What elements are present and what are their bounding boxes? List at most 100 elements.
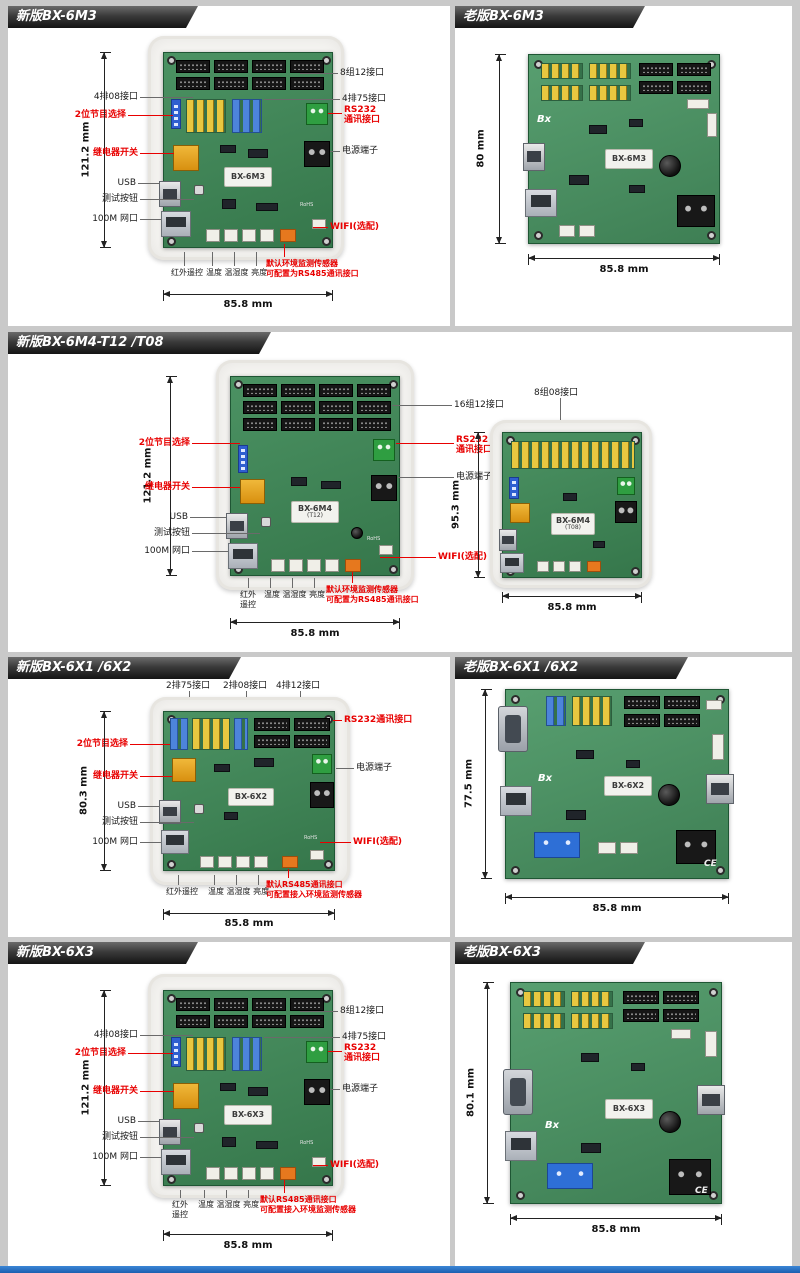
leader-line	[234, 252, 235, 266]
idc-connector	[243, 384, 277, 397]
leader-line	[320, 842, 351, 843]
label-program-select: 2位节目选择	[74, 1048, 126, 1058]
rs232-green-terminal	[373, 439, 395, 461]
screw-hole	[631, 436, 640, 445]
blue-connector	[232, 99, 262, 133]
ic-chip	[222, 199, 236, 209]
ic-chip	[321, 481, 341, 489]
dim-tick	[100, 52, 111, 53]
dim-width-line	[230, 618, 400, 629]
dim-width-line	[510, 1214, 722, 1225]
idc-connector	[254, 735, 290, 748]
white-connector	[325, 559, 339, 572]
dim-height-line	[100, 52, 111, 248]
label-wifi-optional: WIFI(选配)	[438, 552, 487, 562]
ethernet-port	[161, 830, 189, 854]
leader-line	[190, 517, 226, 518]
screw-hole	[324, 860, 333, 869]
white-connector	[260, 1167, 274, 1180]
db9-serial-port	[503, 1069, 533, 1115]
yellow-connector	[186, 1037, 226, 1071]
screw-hole	[516, 1191, 525, 1200]
screw-hole	[511, 695, 520, 704]
dim-height-label: 121.2 mm	[80, 1059, 92, 1116]
label-ir: 红外	[172, 1200, 188, 1209]
label-2row-08-port: 2排08接口	[223, 681, 268, 691]
leader-line	[204, 1190, 205, 1198]
dim-height-line	[166, 376, 177, 576]
idc-connector	[290, 60, 324, 73]
panel-new-bx6m3: 新版BX-6M3 BX-6M3 RoHS 4排08接	[8, 6, 450, 326]
idc-connector	[243, 418, 277, 431]
dim-tick	[100, 870, 111, 871]
section-title: 新版BX-6M4-T12 /T08	[16, 335, 164, 350]
idc-connector	[281, 384, 315, 397]
idc-connector	[252, 998, 286, 1011]
screw-hole	[707, 231, 716, 240]
idc-connector	[281, 418, 315, 431]
wifi-pad	[310, 850, 324, 860]
label-rs232: RS232通讯接口	[344, 715, 413, 725]
test-button	[194, 1123, 204, 1133]
ic-chip	[248, 1087, 268, 1096]
screw-hole	[534, 231, 543, 240]
leader-line	[264, 99, 340, 100]
dim-tick	[100, 1185, 111, 1186]
yellow-connector	[541, 63, 583, 79]
leader-line	[248, 578, 249, 588]
leader-line	[328, 113, 342, 114]
orange-connector	[345, 559, 361, 572]
blue-connector	[234, 718, 248, 750]
section-header: 老版BX-6X1 /6X2	[455, 657, 688, 679]
dim-height-label: 77.5 mm	[463, 759, 475, 808]
leader-line	[140, 1157, 161, 1158]
label-test-button: 测试按钮	[101, 817, 138, 827]
bx-logo: Bx	[545, 1120, 560, 1131]
power-terminal	[304, 1079, 330, 1105]
pcb-board: BX-6X2 RoHS	[159, 711, 335, 871]
label-relay-switch: 继电器开关	[144, 482, 190, 492]
yellow-connector	[523, 991, 565, 1007]
label-8group-08-port: 8组08接口	[534, 388, 579, 398]
screw-hole	[389, 565, 398, 574]
dim-width-line	[502, 592, 642, 603]
white-connector	[307, 559, 321, 572]
label-sensor-note-1: 默认RS485通讯接口	[260, 1195, 337, 1204]
rohs-mark: RoHS	[367, 536, 381, 542]
label-8group-12-port: 8组12接口	[340, 68, 385, 78]
idc-connector	[677, 81, 711, 94]
leader-line	[258, 875, 259, 885]
ic-chip	[563, 493, 577, 501]
white-connector	[236, 856, 250, 868]
idc-connector	[176, 1015, 210, 1028]
idc-connector	[677, 63, 711, 76]
dim-width-label: 85.8 mm	[223, 1240, 273, 1251]
usb-port	[159, 800, 181, 824]
leader-line	[396, 443, 454, 444]
section-header: 老版BX-6M3	[455, 6, 645, 28]
label-relay-switch: 继电器开关	[92, 1086, 138, 1096]
leader-line	[140, 219, 161, 220]
capacitor	[351, 527, 363, 539]
dim-tick	[502, 592, 503, 603]
label-100m-ethernet: 100M 网口	[144, 546, 190, 556]
pcb-board: Bx BX-6X3 CE	[503, 982, 725, 1204]
ic-chip	[626, 760, 640, 768]
dim-width-line	[505, 893, 729, 904]
dim-tick	[163, 909, 164, 920]
ic-chip	[576, 750, 594, 759]
idc-connector	[624, 714, 660, 727]
label-100m-ethernet: 100M 网口	[92, 214, 138, 224]
model-name: BX-6M4	[297, 503, 333, 513]
screw-hole	[167, 860, 176, 869]
rohs-mark: RoHS	[300, 1140, 314, 1146]
dim-width-label: 85.8 mm	[290, 628, 340, 639]
relay	[173, 145, 199, 171]
screw-hole	[631, 567, 640, 576]
label-program-select: 2位节目选择	[76, 739, 128, 749]
leader-line	[138, 1121, 160, 1122]
ic-chip	[220, 1083, 236, 1091]
leader-line	[284, 1180, 285, 1193]
model-name: BX-6X2	[234, 792, 268, 802]
power-terminal	[676, 830, 716, 864]
